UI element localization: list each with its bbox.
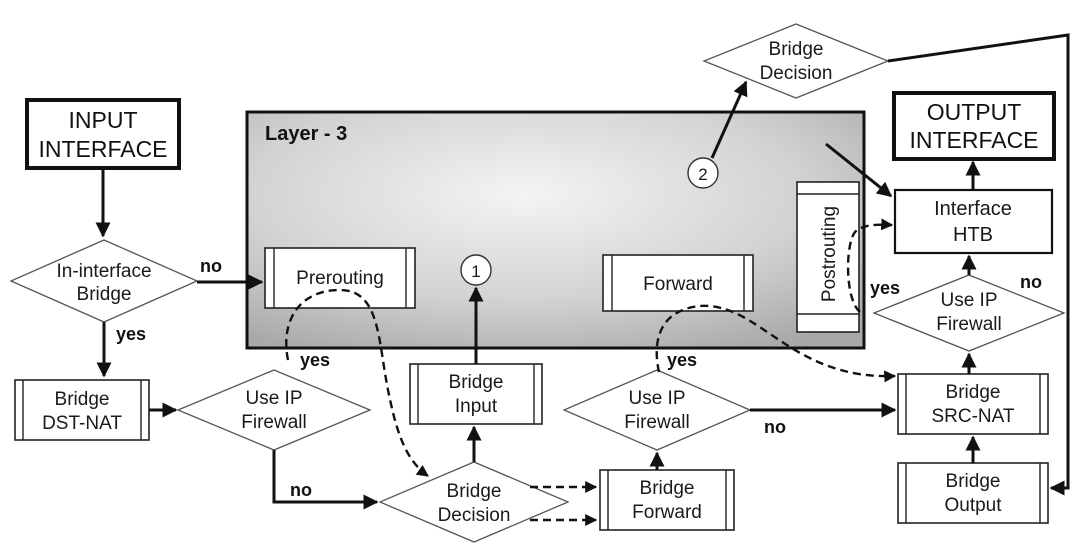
use-ip-firewall-right-line1: Use IP bbox=[940, 290, 997, 311]
arrow-decision-top-to-output bbox=[887, 33, 1070, 496]
bridge-decision-bottom-line2: Decision bbox=[438, 505, 511, 526]
label-no-fw-left: no bbox=[290, 480, 312, 500]
interface-htb-box: Interface HTB bbox=[893, 188, 1054, 255]
bridge-src-nat-line2: SRC-NAT bbox=[931, 406, 1014, 427]
postrouting-box: Postrouting bbox=[796, 181, 860, 333]
bridge-input-line1: Bridge bbox=[449, 372, 504, 393]
use-ip-firewall-mid-diamond: Use IP Firewall bbox=[562, 369, 752, 451]
in-interface-bridge-line1: In-interface bbox=[56, 261, 151, 282]
forward-label: Forward bbox=[643, 274, 713, 295]
dashed-forward-to-src-nat bbox=[655, 304, 897, 383]
marker-1: 1 bbox=[460, 254, 492, 286]
bridge-dst-nat-line1: Bridge bbox=[55, 389, 110, 410]
use-ip-firewall-mid-line1: Use IP bbox=[628, 388, 685, 409]
prerouting-box: Prerouting bbox=[264, 247, 416, 309]
marker-2: 2 bbox=[687, 157, 719, 189]
use-ip-firewall-mid-line2: Firewall bbox=[624, 412, 689, 433]
use-ip-firewall-right-line2: Firewall bbox=[936, 314, 1001, 335]
edge-labels: no yes yes no yes no yes no bbox=[116, 256, 1042, 500]
label-yes-in-interface: yes bbox=[116, 324, 146, 344]
prerouting-label: Prerouting bbox=[296, 268, 384, 289]
input-interface-box: INPUT INTERFACE bbox=[25, 98, 181, 170]
bridge-decision-top-diamond: Bridge Decision bbox=[702, 23, 890, 99]
label-no-fw-right: no bbox=[1020, 272, 1042, 292]
dashed-arrows bbox=[285, 218, 897, 526]
label-yes-fw-left: yes bbox=[300, 350, 330, 370]
use-ip-firewall-left-line2: Firewall bbox=[241, 412, 306, 433]
bridge-forward-line1: Bridge bbox=[640, 478, 695, 499]
in-interface-bridge-line2: Bridge bbox=[77, 284, 132, 305]
bridge-output-box: Bridge Output bbox=[897, 462, 1049, 524]
layer-3-label: Layer - 3 bbox=[265, 123, 347, 145]
bridge-decision-bottom-line1: Bridge bbox=[447, 481, 502, 502]
marker-1-label: 1 bbox=[471, 262, 480, 281]
layer-3-container: Layer - 3 bbox=[245, 110, 866, 350]
bridge-src-nat-box: Bridge SRC-NAT bbox=[897, 373, 1049, 435]
arrow-layer3-to-htb bbox=[825, 142, 893, 198]
postrouting-label: Postrouting bbox=[819, 206, 840, 302]
bridge-src-nat-line1: Bridge bbox=[946, 382, 1001, 403]
bridge-forward-box: Bridge Forward bbox=[599, 469, 735, 531]
input-interface-line1: INPUT bbox=[69, 107, 138, 133]
arrow-firewall-no-to-decision bbox=[272, 450, 379, 510]
output-interface-line2: INTERFACE bbox=[909, 127, 1038, 153]
bridge-decision-top-line1: Bridge bbox=[769, 39, 824, 60]
bridge-decision-bottom-diamond: Bridge Decision bbox=[378, 461, 570, 543]
use-ip-firewall-left-diamond: Use IP Firewall bbox=[176, 369, 372, 451]
bridge-output-line1: Bridge bbox=[946, 471, 1001, 492]
bridge-dst-nat-line2: DST-NAT bbox=[42, 413, 122, 434]
bridge-decision-top-line2: Decision bbox=[760, 63, 833, 84]
solid-arrows bbox=[95, 33, 1070, 510]
output-interface-line1: OUTPUT bbox=[927, 99, 1022, 125]
bridge-output-line2: Output bbox=[944, 495, 1002, 516]
arrow-marker2-to-decision bbox=[710, 80, 748, 159]
use-ip-firewall-right-diamond: Use IP Firewall bbox=[872, 274, 1066, 352]
marker-2-label: 2 bbox=[698, 165, 707, 184]
label-yes-fw-mid: yes bbox=[667, 350, 697, 370]
output-interface-box: OUTPUT INTERFACE bbox=[892, 91, 1056, 161]
input-interface-line2: INTERFACE bbox=[38, 136, 167, 162]
bridge-dst-nat-box: Bridge DST-NAT bbox=[14, 379, 150, 441]
label-yes-fw-right: yes bbox=[870, 278, 900, 298]
dashed-prerouting-to-decision bbox=[285, 288, 429, 477]
dashed-postrouting-to-htb bbox=[846, 218, 894, 313]
label-no-fw-mid: no bbox=[764, 417, 786, 437]
bridge-input-box: Bridge Input bbox=[409, 363, 543, 425]
interface-htb-line1: Interface bbox=[934, 198, 1012, 220]
label-no-in-interface: no bbox=[200, 256, 222, 276]
in-interface-bridge-diamond: In-interface Bridge bbox=[9, 239, 199, 323]
forward-box: Forward bbox=[602, 254, 754, 312]
bridge-forward-line2: Forward bbox=[632, 502, 702, 523]
use-ip-firewall-left-line1: Use IP bbox=[245, 388, 302, 409]
bridge-input-line2: Input bbox=[455, 396, 498, 417]
interface-htb-line2: HTB bbox=[953, 224, 993, 246]
